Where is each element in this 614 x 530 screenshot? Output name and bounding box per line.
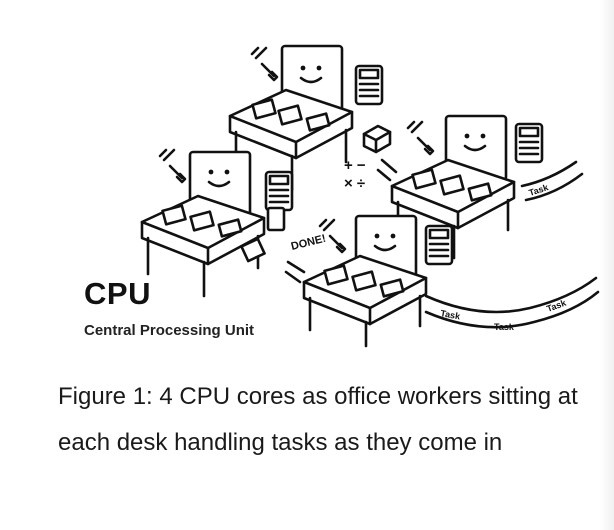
figure-caption: Figure 1: 4 CPU cores as office workers … (58, 374, 606, 466)
cpu-core-worker-3: Task (392, 116, 582, 258)
calculator-icon (516, 124, 542, 162)
operators-bottom-label: × ÷ (344, 175, 365, 192)
math-operators: + − × ÷ (344, 126, 396, 192)
cpu-subtitle: Central Processing Unit (84, 322, 254, 339)
cpu-core-worker-4: Task Task Task (304, 216, 598, 346)
task-queue-ribbon: Task Task Task (426, 278, 598, 332)
calculator-icon (356, 66, 382, 104)
done-label: DONE! (290, 233, 327, 253)
cpu-core-worker-2 (142, 150, 292, 296)
calculator-icon (266, 172, 292, 210)
task-label: Task (494, 322, 515, 332)
calculator-icon (426, 226, 452, 264)
task-queue-ribbon: Task (522, 162, 582, 200)
wrench-icon (160, 150, 185, 182)
scrollbar-shade (600, 0, 614, 530)
wrench-icon (252, 48, 277, 80)
operators-top-label: + − (344, 157, 366, 174)
cpu-title: CPU (84, 276, 151, 312)
wrench-icon (408, 122, 433, 154)
